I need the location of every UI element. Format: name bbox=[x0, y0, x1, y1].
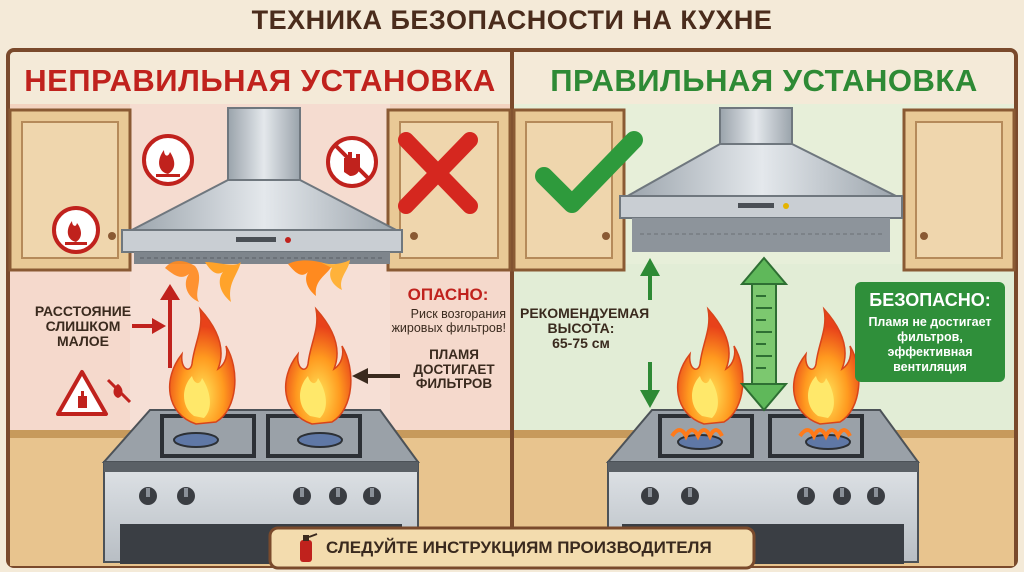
fire-hazard-icon-small bbox=[52, 206, 100, 254]
fire-hazard-icon bbox=[142, 134, 194, 186]
height-arrow-down bbox=[640, 362, 660, 408]
right-installation-heading: ПРАВИЛЬНАЯ УСТАНОВКА bbox=[550, 63, 978, 98]
pointer-arrow-left bbox=[132, 318, 166, 334]
height-ruler bbox=[739, 256, 789, 412]
flames-normal bbox=[670, 308, 860, 441]
safe-text: Пламя не достигает фильтров, эффективная… bbox=[868, 315, 992, 374]
danger-heading: ОПАСНО: bbox=[407, 285, 489, 304]
flame-reaches-filters-label: ПЛАМЯ ДОСТИГАЕТ ФИЛЬТРОВ bbox=[413, 347, 495, 392]
no-touch-icon bbox=[326, 136, 378, 188]
pointer-arrow-flame bbox=[352, 368, 400, 384]
page-title: ТЕХНИКА БЕЗОПАСНОСТИ НА КУХНЕ bbox=[251, 5, 773, 35]
cross-icon bbox=[398, 132, 478, 214]
wrong-installation-heading: НЕПРАВИЛЬНАЯ УСТАНОВКА bbox=[24, 63, 496, 98]
check-icon bbox=[535, 131, 643, 213]
fire-extinguisher-icon bbox=[300, 533, 318, 562]
warning-hand-icon bbox=[56, 370, 132, 416]
footer-instruction: СЛЕДУЙТЕ ИНСТРУКЦИЯМ ПРОИЗВОДИТЕЛЯ bbox=[326, 538, 712, 557]
range-hood-high bbox=[619, 107, 903, 252]
height-arrow-up bbox=[640, 258, 660, 300]
footer-banner bbox=[268, 526, 756, 570]
flames-tall bbox=[165, 260, 352, 425]
range-hood-low bbox=[121, 107, 403, 264]
recommended-height-label: РЕКОМЕНДУЕМАЯ ВЫСОТА: 65-75 см bbox=[520, 305, 650, 352]
short-distance-arrow bbox=[160, 284, 180, 368]
distance-label: РАССТОЯНИЕ СЛИШКОМ МАЛОЕ bbox=[34, 303, 132, 350]
danger-text: Риск возгорания жировых фильтров! bbox=[391, 307, 506, 335]
safe-info-box: БЕЗОПАСНО: Пламя не достигает фильтров, … bbox=[855, 282, 1005, 382]
safe-heading: БЕЗОПАСНО: bbox=[869, 290, 991, 310]
